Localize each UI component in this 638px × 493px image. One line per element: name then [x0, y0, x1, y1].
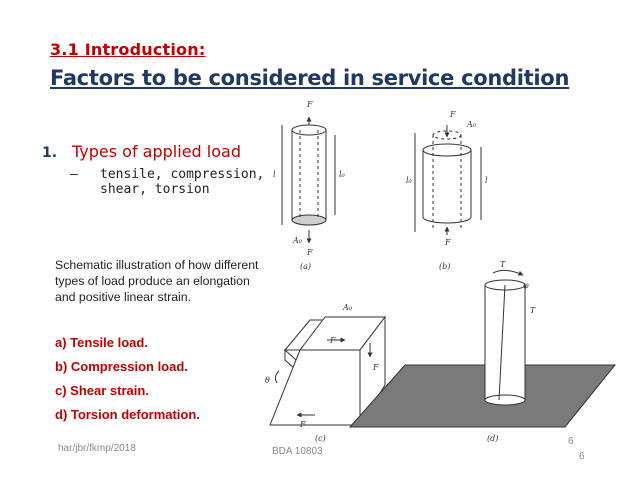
label-area-a: A₀	[292, 236, 303, 245]
section-title: 3.1 Introduction:	[50, 40, 206, 59]
label-twist-angle: φ	[523, 281, 529, 290]
figure-caption: Schematic illustration of how different …	[55, 258, 259, 304]
label-panel-d: (d)	[487, 434, 498, 443]
item-compression-load: b) Compression load.	[55, 359, 188, 374]
label-force-c-side: F	[372, 363, 379, 372]
label-panel-a: (a)	[300, 262, 311, 271]
page-number-top: 6	[568, 436, 574, 447]
label-initial-length-a: l₀	[339, 170, 346, 179]
item-shear-strain: c) Shear strain.	[55, 383, 149, 398]
label-panel-c: (c)	[315, 434, 326, 443]
label-force-b-bottom: F	[444, 238, 451, 247]
label-initial-length-b: l₀	[406, 176, 413, 185]
torsion-cylinder	[348, 269, 617, 428]
page-number-bottom: 6	[579, 451, 585, 462]
bullet-heading: Types of applied load	[72, 142, 241, 161]
bullet-number: 1.	[42, 145, 58, 161]
label-torque-side: T	[530, 306, 536, 315]
sub-bullet-dash: –	[70, 167, 78, 182]
load-types-text: tensile, compression, shear, torsion	[100, 167, 265, 197]
label-area-c: A₀	[342, 303, 353, 312]
item-tensile-load: a) Tensile load.	[55, 335, 148, 350]
label-force-b-top: F	[449, 110, 456, 119]
label-length-b: l	[485, 176, 488, 185]
label-shear-angle: θ	[265, 376, 270, 385]
main-title: Factors to be considered in service cond…	[50, 66, 570, 90]
compression-cylinder	[414, 125, 482, 235]
tension-cylinder	[281, 116, 336, 244]
label-force-a-top: F	[306, 100, 313, 109]
footer-author: har/jbr/fkmp/2018	[58, 443, 136, 454]
shear-block	[269, 315, 387, 427]
label-panel-b: (b)	[439, 262, 450, 271]
label-force-c-top: F	[329, 336, 336, 345]
label-force-c-bottom: F	[299, 420, 306, 429]
item-torsion-deformation: d) Torsion deformation.	[55, 407, 200, 422]
label-torque-top: T	[500, 260, 506, 269]
label-force-a-bottom: F	[306, 248, 313, 257]
label-area-b: A₀	[466, 120, 477, 129]
label-length-a: l	[273, 170, 276, 179]
load-types-figure: F l l₀ A₀ F (a) F A₀ l₀ l F (b) A₀ F F θ…	[265, 100, 617, 443]
footer-course-code: BDA 10803	[272, 446, 323, 457]
